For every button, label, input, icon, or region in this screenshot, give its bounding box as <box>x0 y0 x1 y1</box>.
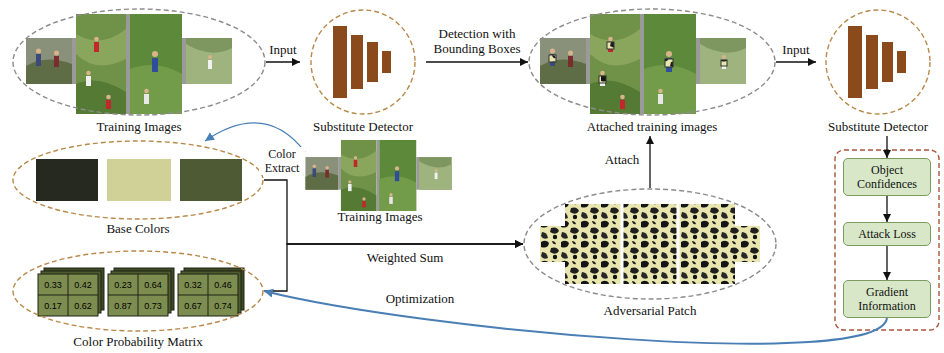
edge-label: Optimization <box>375 291 465 306</box>
flow-arrow <box>426 61 528 62</box>
patch-ellipse: Adversarial Patch <box>523 188 777 320</box>
flow-arrow <box>264 244 523 291</box>
edge-label: Color Extract <box>259 147 305 175</box>
color-ellipse: Base Colors <box>12 140 264 238</box>
edge-label: Weighted Sum <box>355 250 455 265</box>
detector-circle: Substitute Detector <box>816 8 940 136</box>
feedback-group-frame <box>835 150 939 330</box>
edge-label: Input <box>266 42 300 57</box>
node-heading: Substitute Detector <box>313 119 413 136</box>
node-heading: Training Images <box>337 209 422 226</box>
matrix-value: 0.46 <box>208 279 238 291</box>
matrix-value: 0.67 <box>178 300 208 312</box>
detector-circle: Substitute Detector <box>300 8 426 136</box>
flow-arrow <box>266 61 300 62</box>
dashed-circle <box>826 10 930 114</box>
node-outline <box>523 188 777 300</box>
flow-arrow <box>886 246 887 280</box>
flow-arrow <box>776 61 816 62</box>
edge-label: Attach <box>600 152 644 167</box>
node-outline <box>12 8 266 116</box>
image-group: Training Images <box>305 140 455 226</box>
detector-symbol <box>333 26 391 98</box>
matrix-value: 0.73 <box>138 300 168 312</box>
node-outline <box>12 250 264 332</box>
dashed-ellipse <box>13 251 263 331</box>
node-heading: Adversarial Patch <box>604 303 697 320</box>
box-label: Object Confidences <box>847 163 927 191</box>
node-outline <box>300 8 426 116</box>
detector-symbol <box>848 26 906 98</box>
dashed-ellipse <box>13 9 265 115</box>
matrix-value: 0.74 <box>208 300 238 312</box>
matrix-value: 0.33 <box>38 279 68 291</box>
adversarial-patch-art <box>540 204 760 284</box>
node-outline <box>816 8 940 116</box>
matrix-value: 0.17 <box>38 300 68 312</box>
box-label: Gradient Information <box>847 285 927 313</box>
flow-arrow <box>886 136 887 158</box>
image-set-ellipse: Attached training images <box>528 8 776 136</box>
node-heading: Base Colors <box>106 221 169 238</box>
dashed-ellipse <box>529 9 775 115</box>
process-box: Attack Loss <box>843 222 931 246</box>
flow-arrow <box>649 136 650 188</box>
flow-arrow <box>886 196 887 222</box>
node-outline <box>12 140 264 220</box>
edge-label: Detection with Bounding Boxes <box>428 26 526 56</box>
process-box: Gradient Information <box>843 280 931 318</box>
node-heading: Color Probability Matrix <box>73 334 202 351</box>
attached-patches <box>549 42 727 83</box>
matrix-value: 0.42 <box>68 279 98 291</box>
node-heading: Training Images <box>96 119 181 136</box>
edge-label: Input <box>778 42 814 57</box>
matrix-value: 0.23 <box>108 279 138 291</box>
node-outline <box>528 8 776 116</box>
node-heading: Attached training images <box>587 119 718 136</box>
matrix-value: 0.64 <box>138 279 168 291</box>
matrix-value: 0.62 <box>68 300 98 312</box>
dashed-ellipse <box>524 189 776 299</box>
base-color-swatches <box>36 159 242 201</box>
small-training-photos <box>305 140 451 211</box>
probability-grids <box>38 268 244 316</box>
image-set-ellipse: Training Images <box>12 8 266 136</box>
training-photos <box>26 14 232 114</box>
matrix-value: 0.87 <box>108 300 138 312</box>
process-box: Object Confidences <box>843 158 931 196</box>
matrix-value: 0.32 <box>178 279 208 291</box>
attached-photos <box>540 14 746 114</box>
flow-arrow <box>264 180 523 244</box>
box-label: Attack Loss <box>858 227 916 241</box>
dashed-ellipse <box>13 141 263 219</box>
feedback-arrow <box>264 291 887 344</box>
dashed-circle <box>311 10 415 114</box>
node-heading: Substitute Detector <box>828 119 928 136</box>
